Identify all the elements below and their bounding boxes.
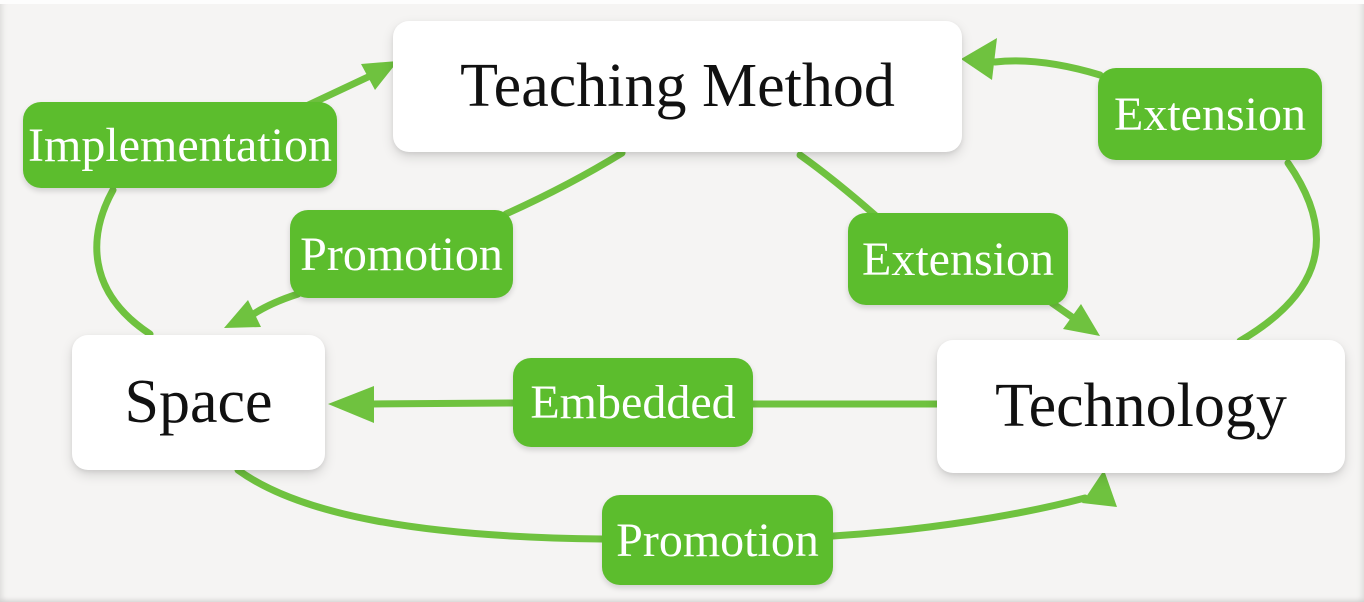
node-teaching-method: Teaching Method — [393, 21, 962, 152]
arrowhead-into-space-right — [328, 386, 374, 423]
edge-extension-mid-to-technology — [1048, 299, 1076, 321]
arrowhead-into-teaching-method-left — [361, 61, 398, 90]
edge-label-embedded: Embedded — [513, 358, 753, 447]
edge-label-implementation: Implementation — [23, 102, 337, 188]
edge-extension-right-to-teaching-method — [991, 57, 1104, 79]
edge-label-extension-right: Extension — [1098, 68, 1322, 160]
node-teaching-method-label: Teaching Method — [460, 52, 895, 120]
edge-label-promotion-top: Promotion — [290, 210, 513, 298]
edge-embedded-to-space — [368, 399, 517, 408]
edge-promotion-bottom-to-technology — [829, 494, 1089, 540]
node-technology-label: Technology — [995, 372, 1287, 440]
arrowhead-into-technology-top — [1063, 304, 1100, 336]
node-space-label: Space — [124, 368, 273, 436]
edge-teaching-method-to-promotion-top — [502, 149, 626, 218]
node-space: Space — [72, 335, 325, 470]
edge-label-promotion-top-text: Promotion — [300, 227, 503, 281]
edge-space-to-promotion-bottom — [234, 466, 606, 543]
arrowhead-into-teaching-method-right — [961, 38, 997, 80]
edge-technology-to-extension-right — [1236, 159, 1320, 345]
node-technology: Technology — [937, 340, 1345, 473]
edge-teaching-method-to-extension-mid — [796, 151, 880, 220]
arrowhead-into-space-top — [224, 300, 261, 328]
edge-label-promotion-bottom: Promotion — [602, 495, 833, 585]
edge-label-embedded-text: Embedded — [530, 376, 736, 429]
edge-label-extension-mid-text: Extension — [862, 232, 1054, 286]
edge-promotion-top-to-space — [248, 290, 302, 319]
edge-label-extension-right-text: Extension — [1114, 87, 1306, 141]
edge-label-promotion-bottom-text: Promotion — [616, 513, 819, 567]
edge-label-extension-mid: Extension — [848, 213, 1068, 305]
arrowhead-into-technology-bottom — [1082, 470, 1117, 507]
edge-label-implementation-text: Implementation — [28, 118, 332, 172]
edge-space-to-implementation — [93, 186, 154, 338]
